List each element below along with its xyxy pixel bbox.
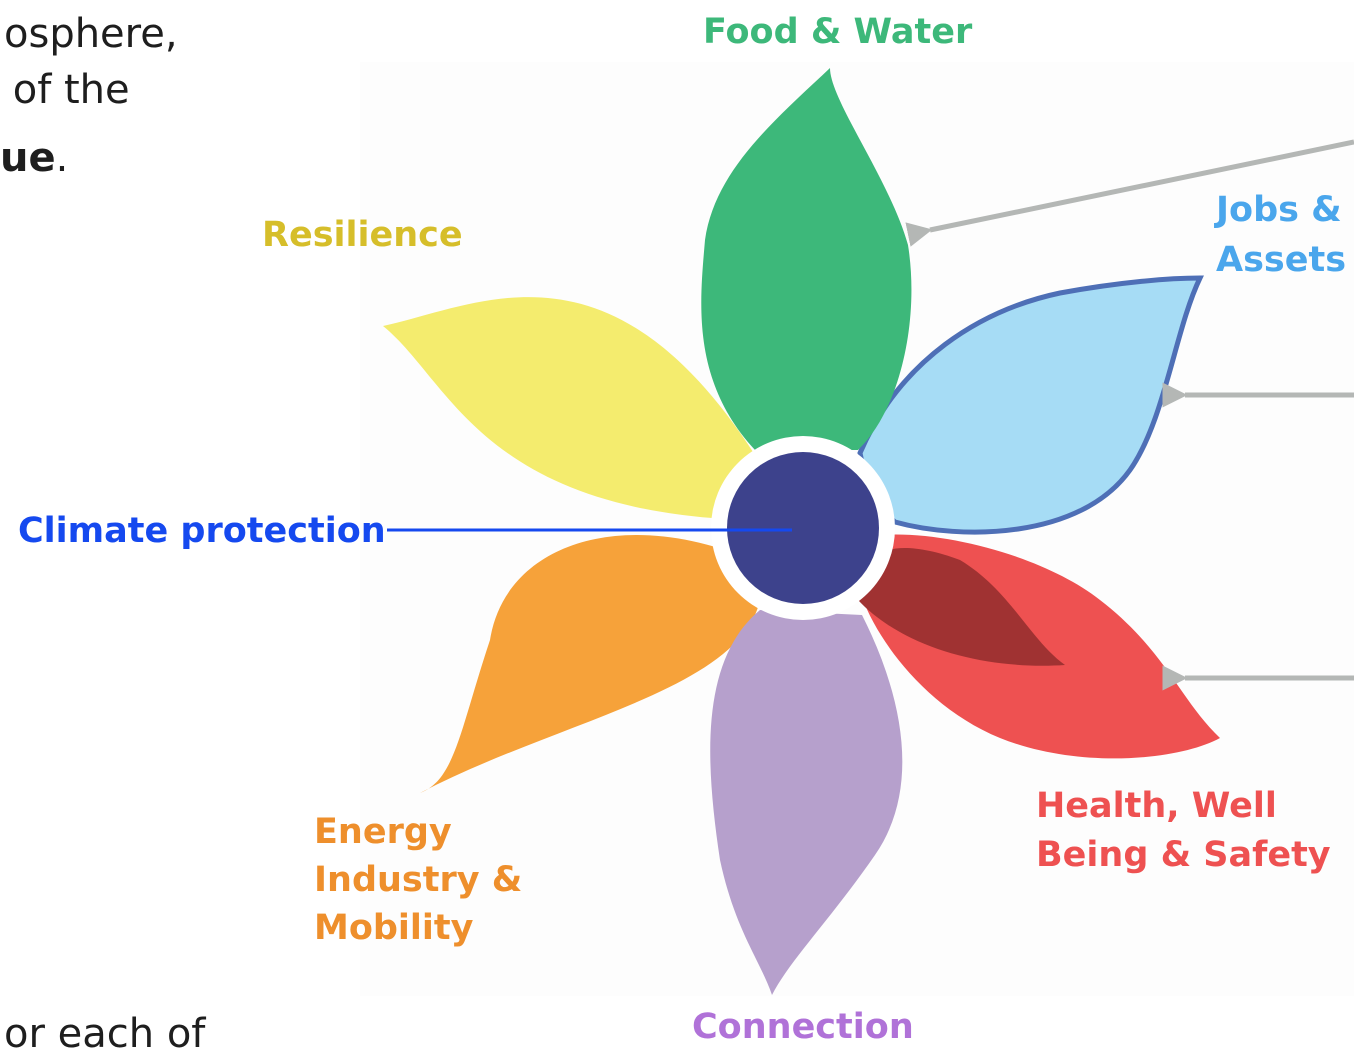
jobs-petal bbox=[857, 275, 1204, 535]
resilience-label: Resilience bbox=[262, 215, 463, 255]
energy-label-line1: Energy bbox=[314, 812, 452, 852]
resilience-petal bbox=[383, 297, 755, 520]
intro-line-1: osphere, bbox=[4, 11, 178, 57]
intro-line-3: ue. bbox=[0, 130, 68, 186]
jobs-assets-label-line1: Jobs & bbox=[1216, 190, 1342, 230]
climate-protection-circle bbox=[727, 452, 879, 604]
connection-label: Connection bbox=[692, 1007, 914, 1047]
food-water-label: Food & Water bbox=[703, 12, 973, 52]
arrow-to-food bbox=[905, 139, 1354, 247]
intro-period: . bbox=[55, 135, 69, 181]
climate-protection-label: Climate protection bbox=[18, 511, 386, 551]
energy-label-line2: Industry & bbox=[314, 860, 523, 900]
intro-bold-word: ue bbox=[0, 135, 56, 181]
energy-petal bbox=[420, 535, 760, 793]
intro-line-2: of the bbox=[0, 67, 130, 113]
health-petal-shading bbox=[858, 548, 1065, 666]
energy-label-line3: Mobility bbox=[314, 908, 474, 948]
food-petal bbox=[701, 68, 912, 450]
jobs-assets-label-line2: Assets bbox=[1216, 240, 1347, 280]
connection-petal bbox=[710, 610, 903, 995]
health-label-line1: Health, Well bbox=[1036, 786, 1277, 826]
health-label-line2: Being & Safety bbox=[1036, 835, 1331, 875]
